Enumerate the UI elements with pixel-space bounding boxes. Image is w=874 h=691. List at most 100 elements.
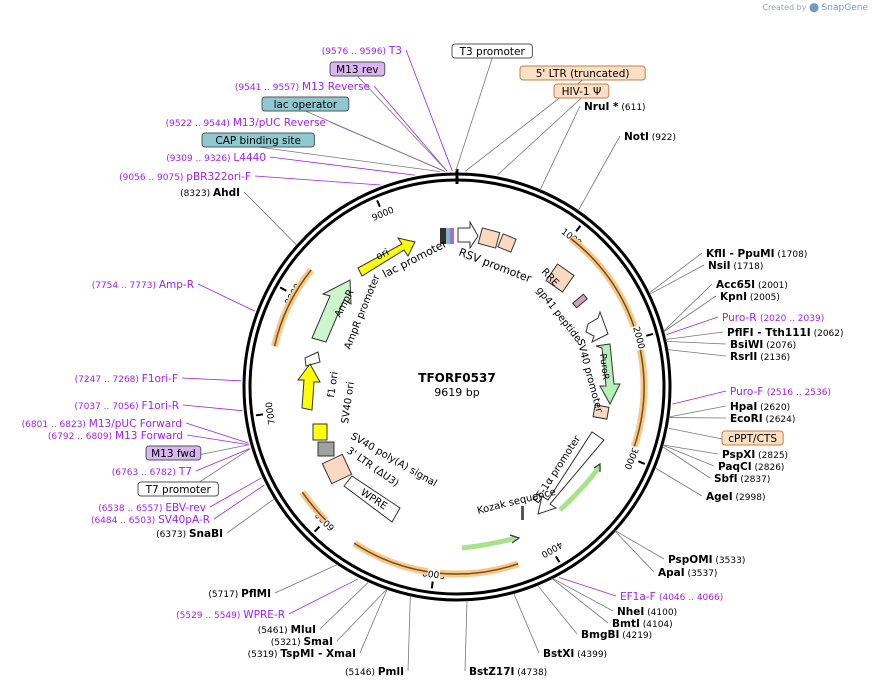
enzyme-name: KpnI <box>720 291 747 303</box>
primer-leader <box>373 85 448 172</box>
primer-label: (6763 .. 6782) T7 <box>112 466 192 478</box>
enzyme-coord: (4219) <box>619 631 652 641</box>
enzyme-name: BmgBI <box>581 629 619 641</box>
primer-label: (7247 .. 7268) F1ori-F <box>75 373 178 385</box>
orf-arc-line <box>353 542 428 573</box>
enzyme-coord: (2826) <box>752 463 785 473</box>
enzyme-label: EcoRI (2624) <box>730 413 795 425</box>
primer-range: (9576 .. 9596) <box>322 47 389 57</box>
primer-label: Puro-F (2516 .. 2536) <box>730 386 831 398</box>
enzyme-name: NotI <box>624 131 649 143</box>
orf-inner-arrow-1 <box>509 534 521 544</box>
boxed-label-text: HIV-1 Ψ <box>562 86 602 98</box>
box-leader <box>497 97 582 176</box>
orf-inner-arc-1 <box>461 535 517 551</box>
enzyme-leader <box>274 564 338 594</box>
enzyme-coord: (2001) <box>755 281 788 291</box>
enzyme-coord: (3537) <box>685 569 718 579</box>
enzyme-name: BstXI <box>543 648 574 660</box>
orf-arc-line <box>301 491 327 521</box>
enzyme-name: PaqCI <box>718 461 752 473</box>
primer-range: (2516 .. 2536) <box>767 388 831 398</box>
ampr-arrow <box>311 279 352 343</box>
orf-arc-line <box>570 237 635 327</box>
ef1a-promoter-arrow <box>537 431 605 515</box>
enzyme-label: (5319) TspMI - XmaI <box>248 648 356 660</box>
enzyme-coord: (4104) <box>640 620 673 630</box>
snapgene-logo: ⬤ <box>808 3 820 13</box>
boxed-label-frame <box>145 445 202 461</box>
snapgene-credit: Created by ⬤ SnapGene <box>762 3 868 13</box>
primer-leader <box>666 316 719 336</box>
enzyme-label: PaqCI (2826) <box>718 461 784 473</box>
box-leader <box>305 110 445 172</box>
primer-label: (6484 .. 6503) SV40pA-R <box>91 514 210 526</box>
boxed-label-text: T3 promoter <box>459 46 526 58</box>
enzyme-coord: (5461) <box>258 626 291 636</box>
feature-label-ori: ori <box>374 247 391 263</box>
orf-arc <box>568 235 638 328</box>
enzyme-label: BstZ17I (4738) <box>469 666 547 678</box>
ring-tick <box>555 555 561 563</box>
enzyme-coord: (6373) <box>156 530 189 540</box>
primer-name: F1ori-R <box>142 400 179 412</box>
plasmid-name: TFORF0537 <box>418 371 495 385</box>
enzyme-label: BmgBI (4219) <box>581 629 652 641</box>
enzyme-name: NruI * <box>584 101 619 113</box>
enzyme-name: KflI - PpuMI <box>706 248 775 260</box>
enzyme-label: (6373) SnaBI <box>156 528 223 540</box>
primer-leader <box>672 390 727 405</box>
enzyme-label: (5146) PmlI <box>345 666 404 678</box>
enzyme-name: PflMI <box>241 588 271 600</box>
enzyme-leader <box>336 588 388 642</box>
boxed-label-text: M13 rev <box>336 64 379 76</box>
enzyme-leader <box>663 295 717 333</box>
primer-range: (6801 .. 6823) <box>22 420 89 430</box>
enzyme-coord: (2998) <box>733 493 766 503</box>
sv40-ori-box <box>312 423 328 441</box>
enzyme-label: (5461) MluI <box>258 624 316 636</box>
boxed-label-frame <box>721 430 784 446</box>
enzyme-label: HpaI (2620) <box>730 401 790 413</box>
ring-tick <box>279 286 287 292</box>
enzyme-leader <box>667 349 727 357</box>
ring-tick-label: 2000 <box>630 326 646 351</box>
credit-brand: SnapGene <box>821 3 868 13</box>
primer-name: EF1a-F <box>620 591 659 603</box>
ampr-promoter-arrow <box>304 351 321 367</box>
boxed-label-frame <box>137 481 219 497</box>
primer-range: (2020 .. 2039) <box>760 314 824 324</box>
boxed-label-text: M13 fwd <box>151 448 196 460</box>
enzyme-name: TspMI - XmaI <box>280 648 356 660</box>
enzyme-coord: (2136) <box>757 353 790 363</box>
enzyme-label: BsiWI (2076) <box>730 339 796 351</box>
ring-tick <box>255 413 264 417</box>
ring-tick-label: 7000 <box>265 401 278 425</box>
enzyme-label: (8323) AhdI <box>180 187 240 199</box>
enzyme-coord: (5146) <box>345 668 378 678</box>
boxed-label-frame <box>553 83 610 99</box>
leader-lines <box>173 49 753 672</box>
enzyme-coord: (4738) <box>514 668 547 678</box>
primer-label: (7037 .. 7056) F1ori-R <box>74 400 179 412</box>
primer-name: M13/pUC Forward <box>89 418 182 430</box>
primer-name: L4440 <box>233 152 266 164</box>
primer-leader <box>185 422 249 444</box>
primer-name: WPRE-R <box>243 609 285 621</box>
orf-arc-line <box>273 269 312 347</box>
primer-name: Amp-R <box>159 279 194 291</box>
ltr3-box <box>321 453 353 485</box>
ring-tick-label: 4000 <box>539 539 564 559</box>
enzyme-name: PspOMI <box>668 554 713 566</box>
enzyme-label: PspXI (2825) <box>722 449 788 461</box>
enzyme-label: NsiI (1718) <box>708 260 763 272</box>
enzyme-coord: (8323) <box>180 189 213 199</box>
primer-range: (6538 .. 6557) <box>98 504 165 514</box>
orf-arc <box>352 540 429 576</box>
boxed-label-frame <box>451 43 533 59</box>
enzyme-label: NotI (922) <box>624 131 676 143</box>
enzyme-label: AgeI (2998) <box>706 491 765 503</box>
enzyme-label: ApaI (3537) <box>658 567 717 579</box>
f1-ori-arrow <box>297 363 321 411</box>
enzyme-leader <box>662 444 715 467</box>
